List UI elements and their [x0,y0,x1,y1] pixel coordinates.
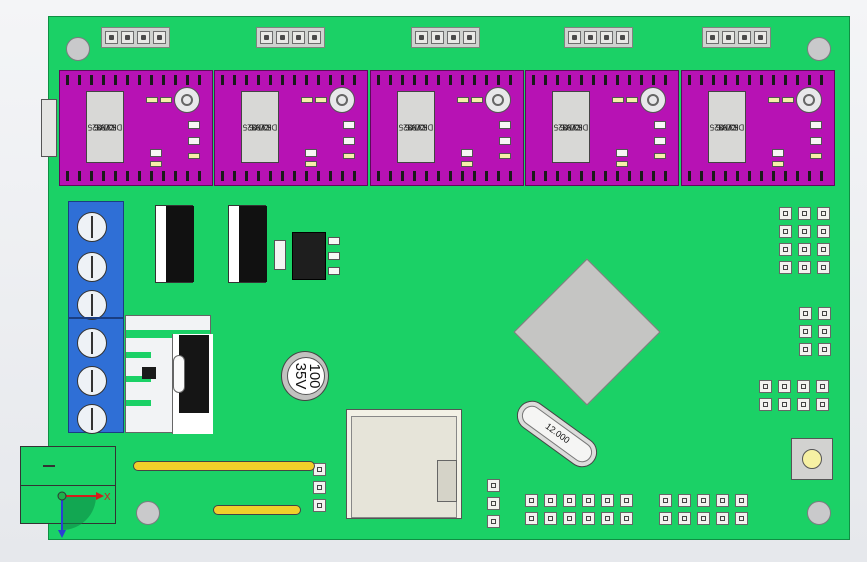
mounting-hole-bottom-left [136,501,160,525]
potentiometer-icon[interactable] [174,87,200,113]
screw-icon[interactable] [77,252,107,282]
screw-terminal-block [68,201,124,434]
mounting-hole-top-left [66,37,90,61]
screw-icon[interactable] [77,366,107,396]
header-bottom-3 [487,479,501,528]
capacitor-1 [155,205,194,283]
screw-icon[interactable] [77,290,107,320]
potentiometer-icon[interactable] [485,87,511,113]
header-bottom-4 [313,463,327,512]
usb-connector [41,99,57,157]
fuse-long [133,461,315,471]
header-top-1 [101,27,170,48]
screw-icon[interactable] [77,404,107,434]
axis-triad-icon: X [57,491,111,538]
electrolytic-capacitor: 100 35V [281,351,329,401]
axis-x-label: X [104,492,111,503]
potentiometer-icon[interactable] [796,87,822,113]
fuse-short [213,505,301,515]
potentiometer-icon[interactable] [640,87,666,113]
potentiometer-icon[interactable] [329,87,355,113]
crystal-label: 12.000 [543,421,572,446]
header-right-1 [779,207,831,274]
header-top-4 [564,27,633,48]
mounting-hole-bottom-right [807,501,831,525]
header-top-5 [702,27,771,48]
header-right-2 [799,307,832,356]
power-transistor [173,335,209,413]
capacitor-2 [228,205,267,283]
header-top-2 [256,27,325,48]
reset-button[interactable] [791,438,833,480]
voltage-regulator [292,232,326,280]
header-right-3 [759,380,830,411]
capacitor-voltage: 35V [292,362,309,390]
capacitor-value: 100 [306,363,323,389]
sd-card-slot[interactable] [346,409,462,519]
header-bottom-1 [525,494,634,525]
microcontroller [513,258,661,406]
crystal-oscillator: 12.000 [510,394,604,474]
screw-icon[interactable] [77,212,107,242]
view-cube[interactable] [20,446,116,524]
screw-icon[interactable] [77,328,107,358]
header-bottom-2 [659,494,749,525]
header-top-3 [411,27,480,48]
mounting-hole-top-right [807,37,831,61]
